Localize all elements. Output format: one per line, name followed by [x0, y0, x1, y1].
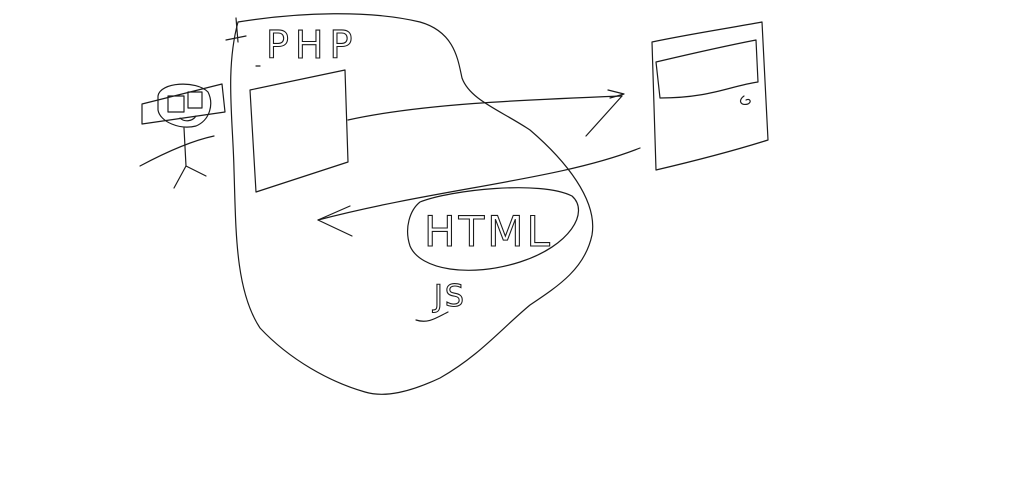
php-label: PHP [266, 23, 358, 67]
js-label: JS [432, 279, 466, 314]
arrow-back-to-php-shaft [317, 147, 641, 221]
php-page-box [249, 69, 349, 193]
browser-page-small-mark [739, 95, 751, 105]
user-head [157, 83, 212, 128]
user-mouth [179, 115, 197, 122]
arrow-to-browser-head [585, 89, 625, 137]
user-legs [173, 165, 207, 189]
browser-page-box [651, 21, 769, 171]
arrow-to-browser-shaft [347, 95, 623, 121]
browser-page-content-box [655, 39, 759, 99]
arrow-back-to-php-head [317, 205, 353, 237]
server-boundary-blob [230, 13, 594, 395]
user-glasses [141, 83, 226, 125]
user-stick-figure [139, 83, 226, 189]
user-body [183, 127, 187, 167]
html-oval [407, 187, 580, 271]
user-arms [139, 135, 215, 167]
js-underline-stroke [415, 311, 449, 322]
html-label: HTML [424, 207, 553, 256]
blob-tick-mark [225, 17, 247, 43]
